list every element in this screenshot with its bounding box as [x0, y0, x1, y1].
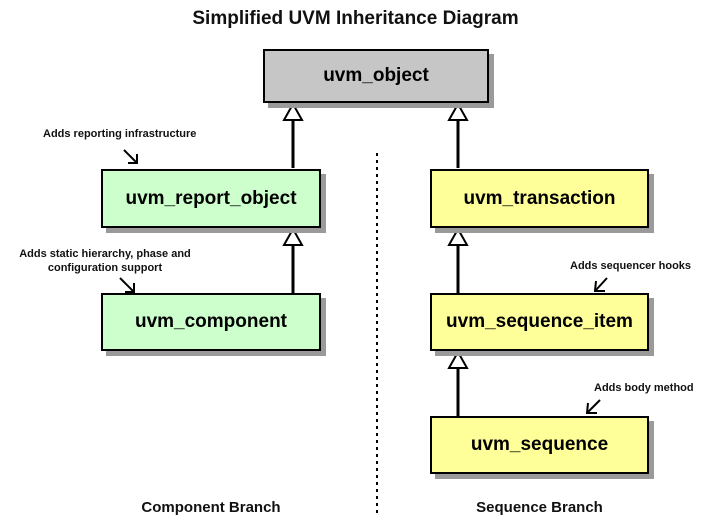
class-box-uvm-sequence: uvm_sequence — [430, 416, 649, 474]
note-static-hierarchy-line2: configuration support — [47, 262, 163, 274]
branch-label-sequence: Sequence Branch — [476, 499, 603, 516]
note-body-method: Adds body method — [594, 382, 694, 394]
class-box-uvm-component: uvm_component — [101, 293, 321, 351]
branch-label-component: Component Branch — [141, 499, 281, 516]
inheritance-arrowhead — [282, 226, 304, 246]
diagram-title: Simplified UVM Inheritance Diagram — [192, 8, 519, 29]
note-reporting-infrastructure: Adds reporting infrastructure — [43, 128, 197, 140]
inheritance-arrowhead — [447, 349, 469, 369]
note-arrow-static-hierarchy — [119, 277, 135, 293]
class-box-uvm-sequence-item: uvm_sequence_item — [430, 293, 649, 351]
note-sequencer-hooks: Adds sequencer hooks — [570, 260, 692, 272]
note-arrow-body-method — [585, 399, 601, 414]
note-static-hierarchy-line1: Adds static hierarchy, phase and — [19, 248, 191, 260]
note-static-hierarchy: Adds static hierarchy, phase and configu… — [5, 247, 205, 275]
class-box-uvm-object: uvm_object — [263, 49, 489, 103]
class-box-uvm-transaction: uvm_transaction — [430, 169, 649, 228]
inheritance-arrowhead — [447, 101, 469, 121]
class-box-uvm-report-object: uvm_report_object — [101, 169, 321, 228]
inheritance-arrowhead — [447, 226, 469, 246]
inheritance-arrowhead — [282, 101, 304, 121]
note-arrow-sequencer-hooks — [593, 277, 608, 292]
note-arrow-reporting — [123, 149, 138, 164]
